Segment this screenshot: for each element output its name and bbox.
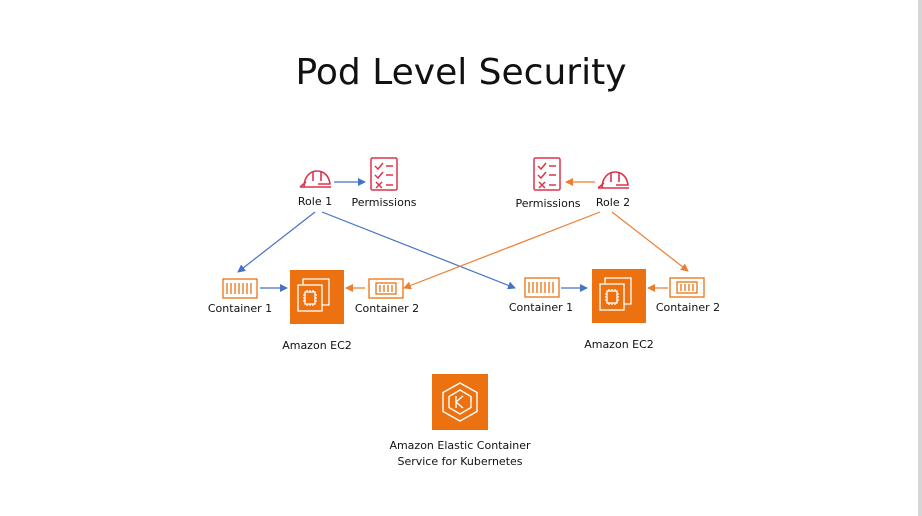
left-container2-icon <box>368 278 404 299</box>
left-permissions-checklist-icon <box>370 157 398 191</box>
right-ec2-icon <box>592 269 646 323</box>
page-title: Pod Level Security <box>295 52 627 93</box>
eks-label-line2: Service for Kubernetes <box>397 455 523 468</box>
eks-label-line1: Amazon Elastic Container <box>389 439 531 452</box>
left-ec2-label: Amazon EC2 <box>282 339 352 352</box>
arrow-role1-to-left-container1 <box>237 211 316 273</box>
role2-label: Role 2 <box>595 196 631 209</box>
left-container1-label: Container 1 <box>207 302 273 315</box>
right-container1-label: Container 1 <box>508 301 574 314</box>
left-permissions-label: Permissions <box>351 196 417 209</box>
left-container1-icon <box>222 278 258 299</box>
arrow-role2-to-right-container2 <box>611 211 689 272</box>
arrow-role2-to-left-container2 <box>403 211 601 290</box>
right-container2-icon <box>669 277 705 298</box>
left-container2-label: Container 2 <box>354 302 420 315</box>
right-container2-label: Container 2 <box>655 301 721 314</box>
eks-icon <box>432 374 488 430</box>
role1-label: Role 1 <box>297 195 333 208</box>
right-ec2-label: Amazon EC2 <box>584 338 654 351</box>
right-permissions-label: Permissions <box>515 197 581 210</box>
right-container1-icon <box>524 277 560 298</box>
left-ec2-icon <box>290 270 344 324</box>
role1-hardhat-icon <box>299 170 331 188</box>
role2-hardhat-icon <box>597 171 629 189</box>
arrow-role1-to-right-container1 <box>321 211 516 290</box>
slide-edge <box>918 0 922 516</box>
right-permissions-checklist-icon <box>533 157 561 191</box>
